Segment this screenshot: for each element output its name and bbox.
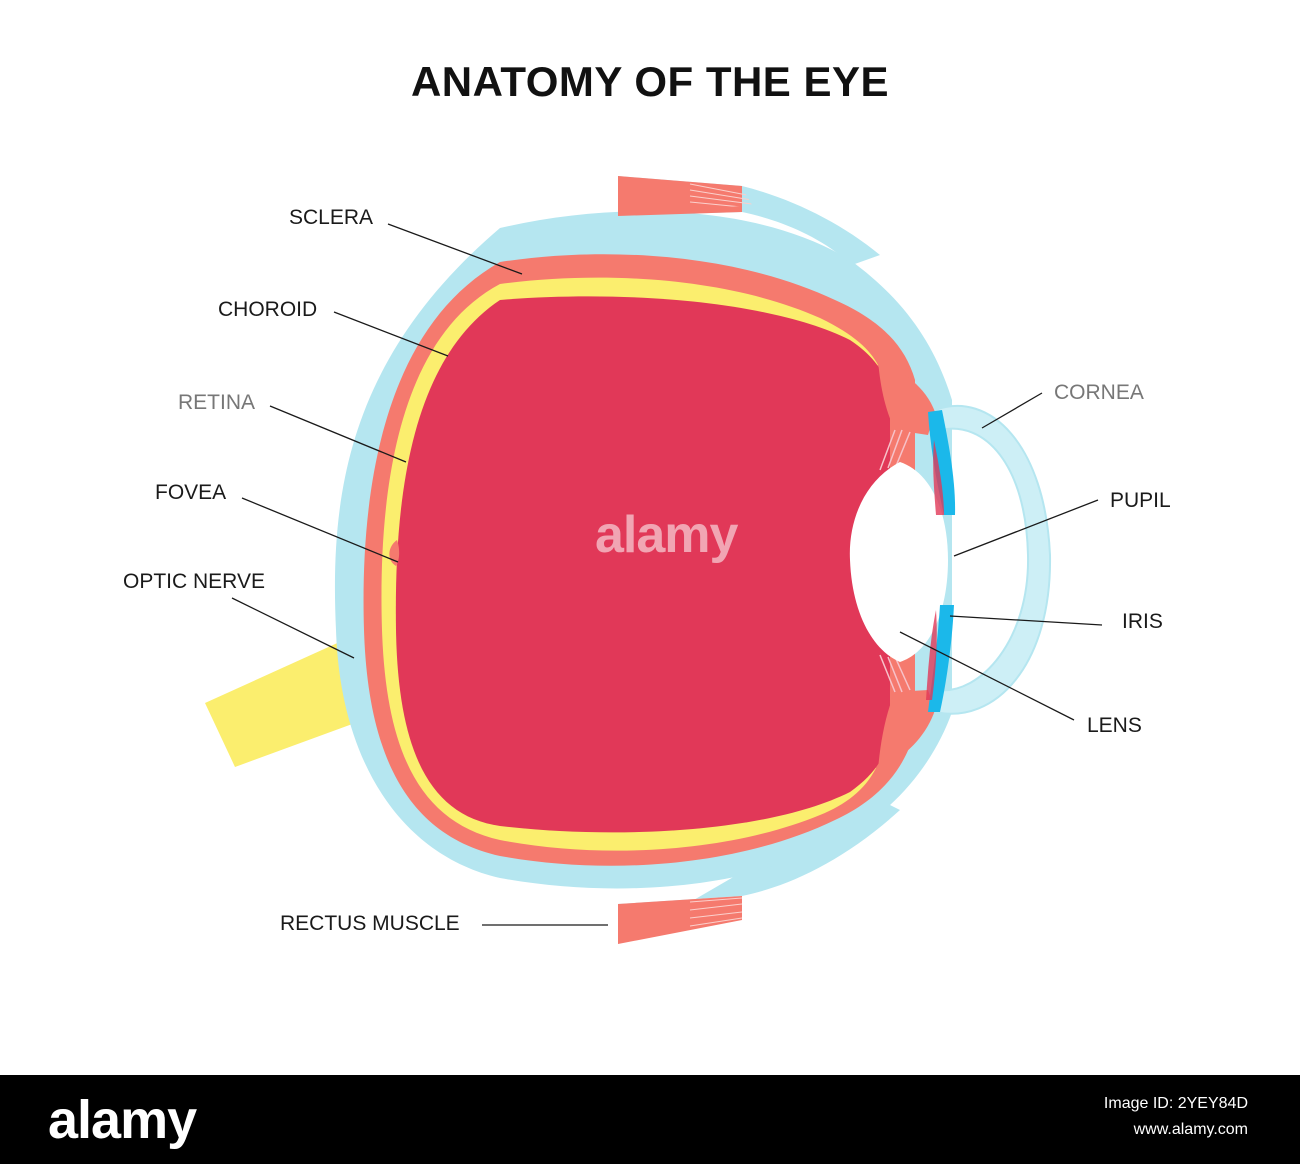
- diagram-stage: ANATOMY OF THE EYE: [123, 58, 1171, 944]
- eye-diagram: [205, 176, 1103, 944]
- footer-image-id: Image ID: 2YEY84D: [1103, 1095, 1248, 1112]
- label-iris: IRIS: [1122, 610, 1163, 633]
- lens-shape: [849, 462, 948, 662]
- label-sclera: SCLERA: [289, 206, 374, 229]
- iris-top: [928, 410, 956, 515]
- ciliary-body-bottom: [878, 690, 935, 770]
- label-lens: LENS: [1087, 714, 1142, 737]
- iris-bottom: [928, 605, 954, 712]
- label-choroid: CHOROID: [218, 298, 318, 321]
- label-retina: RETINA: [178, 391, 256, 414]
- label-fovea: FOVEA: [155, 481, 227, 504]
- footer-image-info: Image ID: 2YEY84D www.alamy.com: [1104, 1091, 1248, 1143]
- page-title: ANATOMY OF THE EYE: [410, 58, 890, 105]
- footer-logo: alamy: [48, 1090, 197, 1150]
- label-rectus-muscle: RECTUS MUSCLE: [280, 912, 460, 935]
- footer-bar: alamy Image ID: 2YEY84D www.alamy.com: [0, 1075, 1300, 1164]
- rectus-muscle-bottom: [618, 800, 900, 944]
- label-optic-nerve: OPTIC NERVE: [123, 570, 265, 593]
- watermark: alamy: [595, 506, 738, 564]
- label-cornea: CORNEA: [1054, 381, 1144, 404]
- ciliary-body-top: [878, 360, 935, 435]
- leader-lines: [231, 223, 1103, 926]
- label-pupil: PUPIL: [1110, 489, 1171, 512]
- cornea-shape: [933, 404, 1052, 715]
- footer-site: www.alamy.com: [1133, 1121, 1248, 1138]
- vitreous-body: [395, 296, 890, 833]
